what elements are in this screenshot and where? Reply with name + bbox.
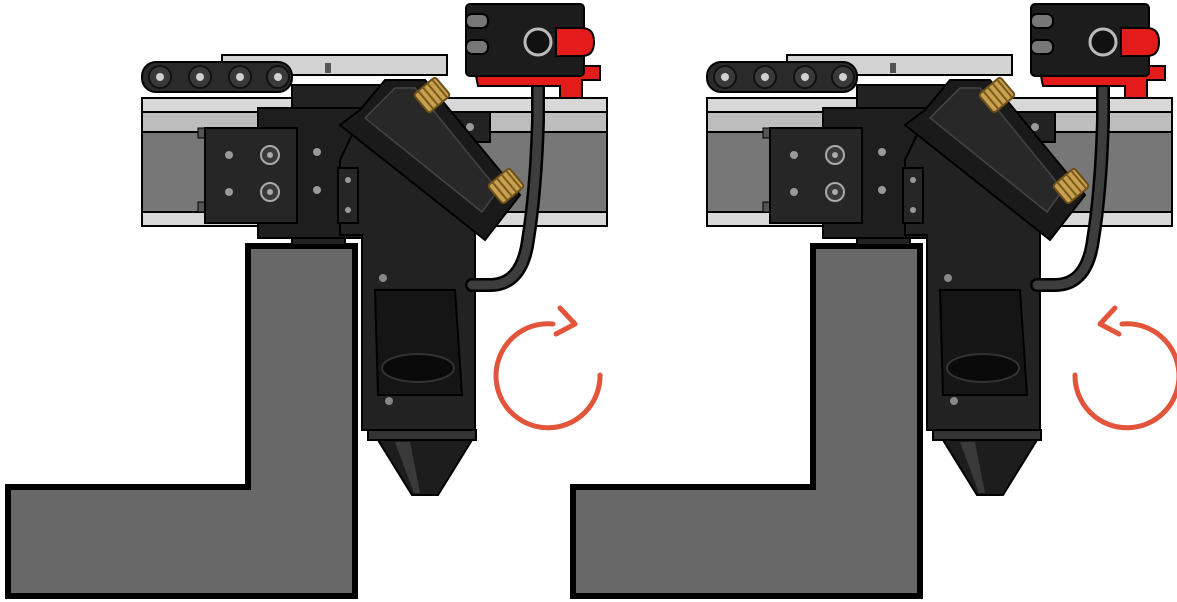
- rotation-arrow-clockwise-icon: [496, 308, 600, 428]
- panel-left: [8, 4, 607, 596]
- rotation-arrow-counterclockwise-icon: [1075, 308, 1177, 428]
- laser-head-icon: [573, 4, 1172, 596]
- panel-right: [573, 4, 1177, 596]
- laser-head-icon: [8, 4, 607, 596]
